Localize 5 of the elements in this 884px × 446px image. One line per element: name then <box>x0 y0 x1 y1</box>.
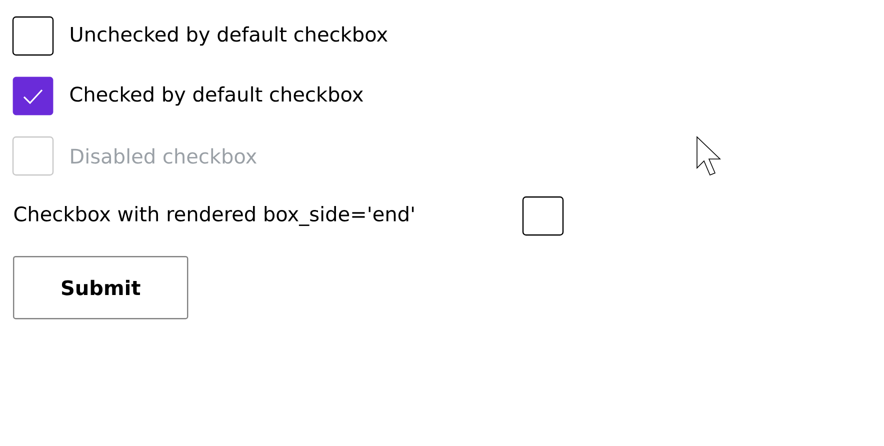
submit-button: Submit <box>13 256 188 320</box>
checkbox-label: Disabled checkbox <box>71 148 257 164</box>
checkbox-label: Checked by default checkbox <box>70 86 364 106</box>
checkbox-label: Unchecked by default checkbox <box>70 26 388 46</box>
checkbox-label: Checkbox with rendered box_side='end' <box>14 206 414 226</box>
